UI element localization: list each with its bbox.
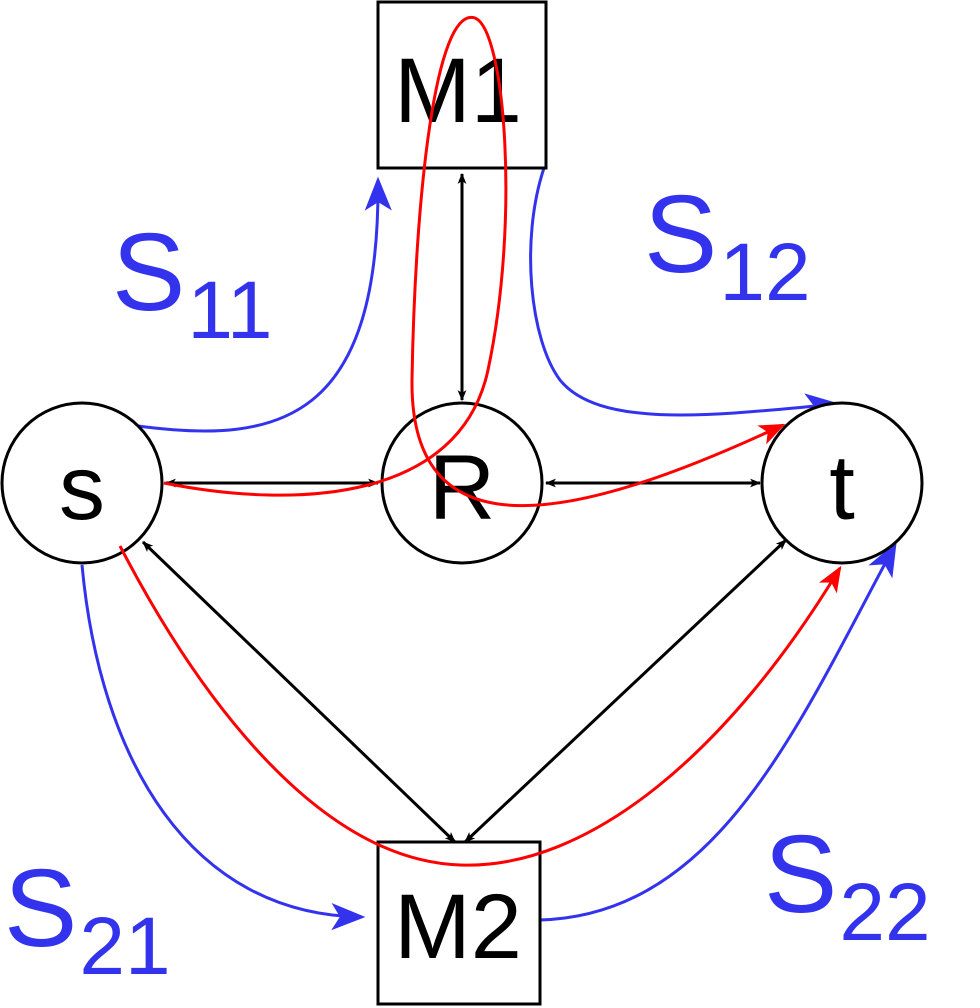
node-s: s (0, 401, 164, 565)
red-path-upper (163, 16, 786, 508)
label-s21-base: S (4, 847, 77, 970)
label-s12-sub: 12 (719, 227, 810, 318)
node-r-label: R (429, 437, 495, 539)
node-m2: M2 (376, 840, 542, 1006)
label-s22: S22 (764, 813, 931, 958)
link-t-m2 (463, 538, 788, 844)
label-s21-sub: 21 (79, 901, 170, 992)
link-s-m2 (141, 540, 457, 844)
node-m2-label: M2 (394, 876, 522, 978)
label-s12: S12 (644, 173, 811, 318)
node-m1: M1 (376, 0, 548, 170)
label-s22-base: S (764, 813, 837, 936)
red-path-lower (118, 545, 842, 867)
node-t-label: t (829, 437, 855, 539)
session-path-s11 (137, 176, 392, 433)
label-s21: S21 (4, 847, 171, 992)
node-s-label: s (59, 437, 105, 539)
label-s11-sub: 11 (187, 265, 272, 356)
links (141, 172, 788, 844)
node-t: t (760, 401, 924, 565)
label-s11: S11 (112, 211, 273, 356)
session-path-s12 (529, 167, 840, 421)
highlight-paths (118, 16, 842, 867)
label-s22-sub: 22 (839, 867, 930, 958)
label-s11-base: S (112, 211, 185, 334)
label-s12-base: S (644, 173, 717, 296)
